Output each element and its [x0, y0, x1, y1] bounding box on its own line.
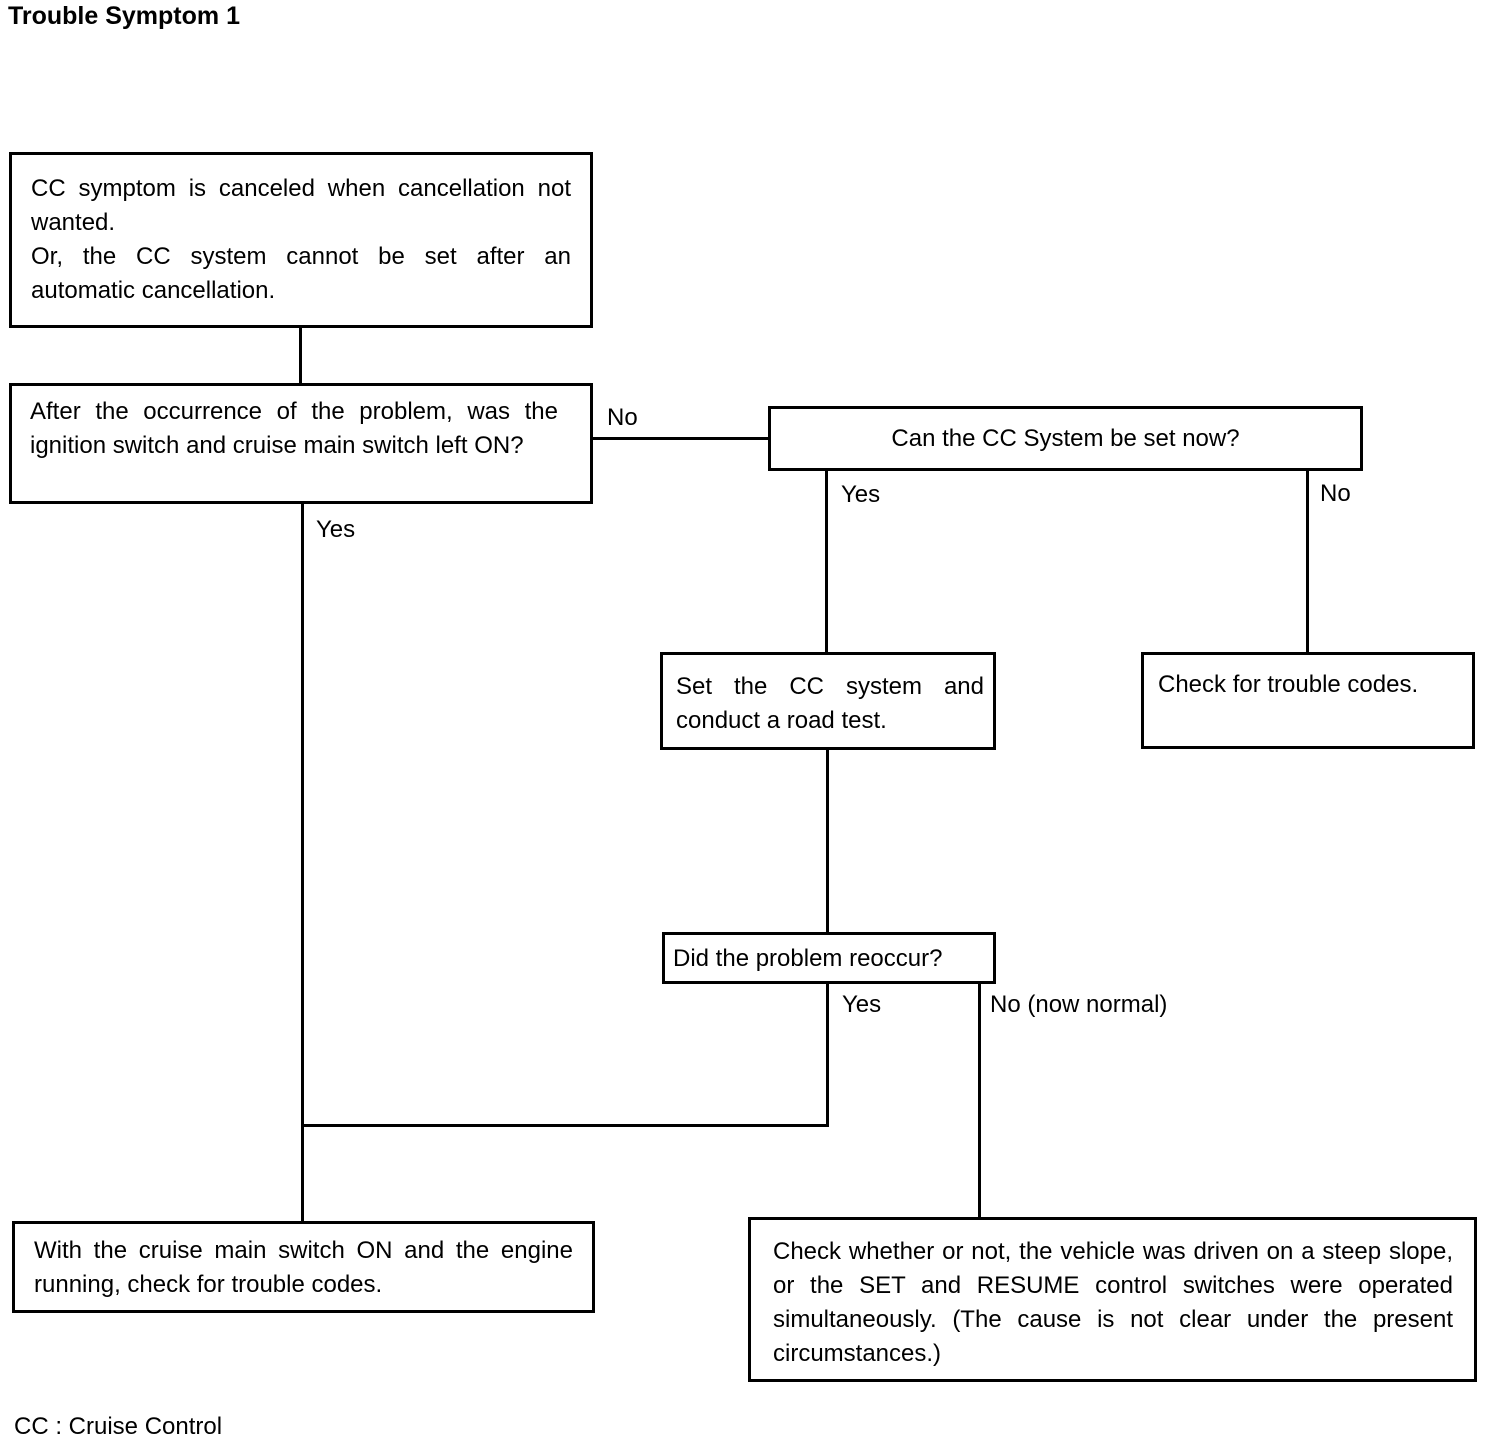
start-line-1: CC symptom is canceled when cancellation…	[31, 175, 571, 236]
connector-q3-yes-merge	[303, 1124, 829, 1127]
question-reoccur-text: Did the problem reoccur?	[673, 945, 943, 972]
set-and-road-test-box: Set the CC system and conduct a road tes…	[660, 652, 996, 750]
connector-q1-yes	[301, 503, 304, 1223]
start-box: CC symptom is canceled when cancellation…	[9, 152, 593, 328]
edge-label-yes-2: Yes	[841, 481, 881, 508]
edge-label-no-2: No	[1320, 480, 1351, 507]
check-steep-slope-box: Check whether or not, the vehicle was dr…	[748, 1217, 1477, 1382]
edge-label-yes-3: Yes	[842, 991, 882, 1018]
footnote-abbreviation: CC : Cruise Control	[14, 1413, 223, 1440]
connector-start-to-q1	[299, 327, 302, 385]
connector-q2-no	[1306, 470, 1309, 654]
connector-roadtest-to-q3	[826, 748, 829, 934]
connector-q2-yes	[825, 470, 828, 654]
connector-q1-no	[592, 437, 769, 440]
check-steep-slope-text: Check whether or not, the vehicle was dr…	[773, 1238, 1453, 1367]
check-with-switch-on-text: With the cruise main switch ON and the e…	[34, 1237, 573, 1298]
check-trouble-codes-text: Check for trouble codes.	[1158, 671, 1419, 698]
connector-q3-yes-down	[826, 983, 829, 1126]
start-line-2: Or, the CC system cannot be set after an…	[31, 243, 571, 304]
question-switch-left-on: After the occurrence of the problem, was…	[9, 383, 593, 504]
question-can-set-now: Can the CC System be set now?	[768, 406, 1363, 471]
check-with-switch-on-box: With the cruise main switch ON and the e…	[12, 1221, 595, 1313]
question-reoccur: Did the problem reoccur?	[662, 932, 996, 984]
check-trouble-codes-box: Check for trouble codes.	[1141, 652, 1475, 749]
question-switch-left-on-text: After the occurrence of the problem, was…	[30, 398, 558, 459]
page-title: Trouble Symptom 1	[8, 2, 240, 30]
set-and-road-test-text: Set the CC system and conduct a road tes…	[676, 673, 984, 734]
edge-label-no-3: No (now normal)	[990, 991, 1168, 1018]
edge-label-no-1: No	[607, 404, 638, 431]
question-can-set-now-text: Can the CC System be set now?	[891, 425, 1240, 452]
connector-q3-no	[978, 983, 981, 1220]
edge-label-yes-1: Yes	[316, 516, 356, 543]
